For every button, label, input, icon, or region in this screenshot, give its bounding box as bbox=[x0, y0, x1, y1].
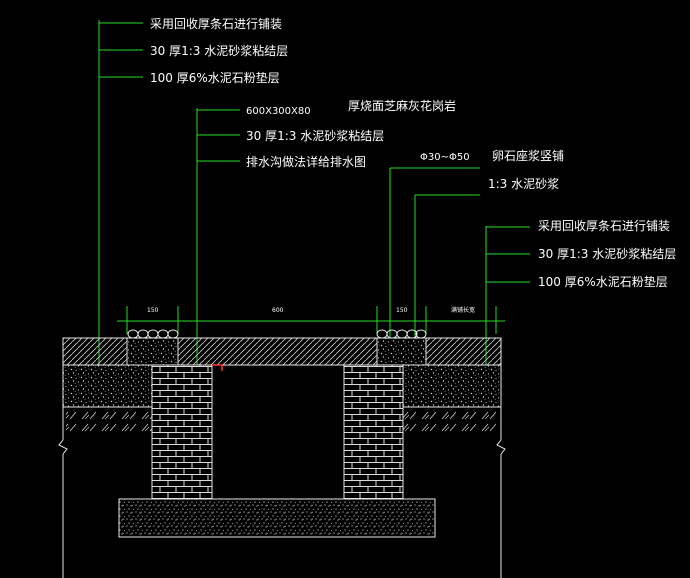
label-mortar: 1:3 水泥砂浆 bbox=[488, 176, 559, 191]
granite-cover bbox=[177, 337, 378, 366]
label-mid-1b: 厚烧面芝麻灰花岗岩 bbox=[348, 98, 456, 113]
label-mid-2: 30 厚1:3 水泥砂浆粘结层 bbox=[246, 128, 384, 143]
dimension-150-left: 150 bbox=[147, 307, 159, 314]
pebble-row-left bbox=[127, 329, 179, 339]
label-left-2: 30 厚1:3 水泥砂浆粘结层 bbox=[150, 43, 288, 58]
brick-wall-right bbox=[343, 364, 404, 500]
label-mid-1a: 600X300X80 bbox=[246, 106, 311, 117]
dimension-full-width: 满铺长宽 bbox=[451, 306, 475, 314]
pebble-mortar-left bbox=[126, 337, 179, 366]
label-left-3: 100 厚6%水泥石粉垫层 bbox=[150, 70, 280, 85]
stone-paving-left bbox=[62, 337, 128, 366]
pebble-row-right bbox=[376, 329, 427, 339]
break-line-left bbox=[58, 338, 68, 578]
soil-right bbox=[403, 407, 501, 433]
label-mid-3: 排水沟做法详给排水图 bbox=[246, 154, 366, 169]
pebble-mortar-right bbox=[376, 337, 427, 366]
label-right-1: 采用回收厚条石进行铺装 bbox=[538, 219, 670, 233]
label-right-3: 100 厚6%水泥石粉垫层 bbox=[538, 274, 668, 289]
drainage-channel bbox=[211, 364, 345, 500]
stone-paving-right bbox=[425, 337, 502, 366]
dimension-600: 600 bbox=[272, 307, 284, 314]
soil-left bbox=[66, 407, 152, 433]
label-left-1: 采用回收厚条石进行铺装 bbox=[150, 17, 282, 31]
brick-wall-left bbox=[151, 364, 213, 500]
dimension-150-right: 150 bbox=[396, 307, 408, 314]
label-pebble-1a: Φ30~Φ50 bbox=[420, 152, 470, 163]
label-pebble-1b: 卵石座浆竖铺 bbox=[492, 148, 564, 163]
label-right-2: 30 厚1:3 水泥砂浆粘结层 bbox=[538, 246, 676, 261]
concrete-base bbox=[118, 498, 436, 538]
red-marker bbox=[212, 364, 223, 371]
break-line-right bbox=[496, 338, 506, 578]
